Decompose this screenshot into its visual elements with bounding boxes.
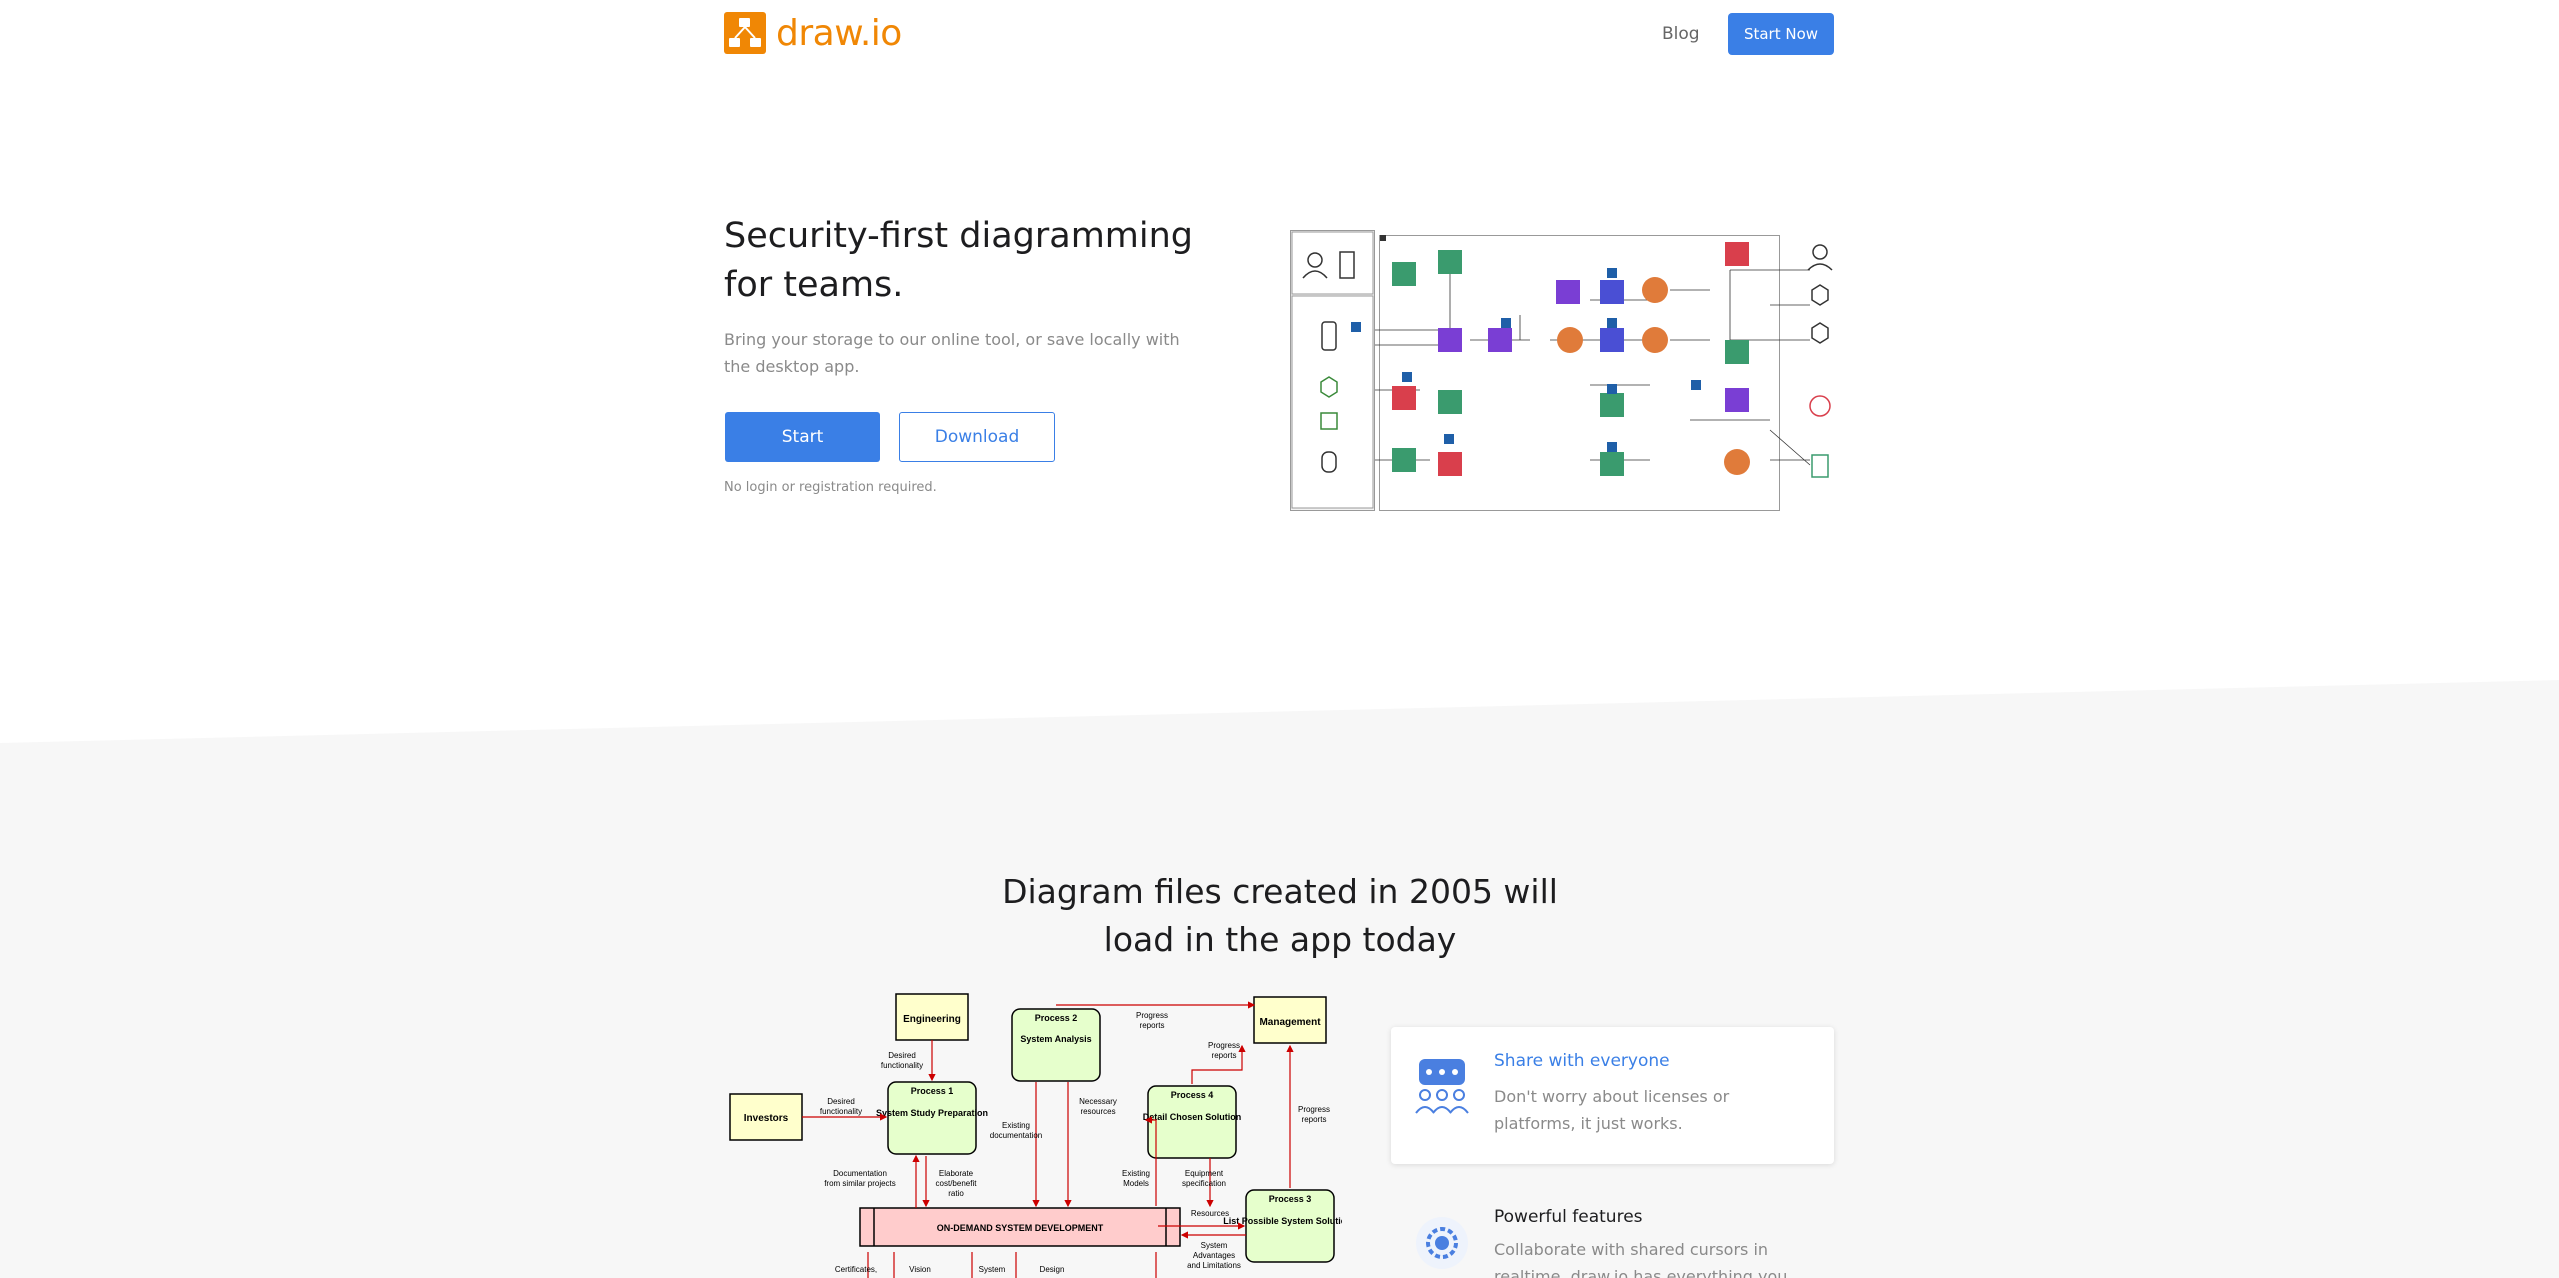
dfd-label-necessary-1: Necessary	[1079, 1097, 1117, 1106]
dfd-management: Management	[1259, 1017, 1321, 1028]
drawio-logo-icon	[724, 12, 766, 54]
feature-card-share: Share with everyone Don't worry about li…	[1391, 1027, 1834, 1164]
dfd-label-progress-4: reports	[1212, 1051, 1237, 1060]
dfd-label-desired-4: functionality	[820, 1107, 862, 1116]
dfd-label-necessary-2: resources	[1080, 1107, 1115, 1116]
dfd-process3-name: List Possible System Solutions	[1223, 1216, 1342, 1226]
compatibility-title: Diagram files created in 2005 will load …	[1002, 872, 1558, 959]
dfd-process2-num: Process 2	[1035, 1013, 1078, 1023]
data-flow-diagram-image: Engineering Investors Management Process…	[729, 993, 1342, 1278]
dfd-process2-name: System Analysis	[1020, 1034, 1091, 1044]
dfd-label-elab-3: ratio	[948, 1189, 964, 1198]
dfd-label-desired-1: Desired	[888, 1051, 916, 1060]
dfd-label-desired-3: Desired	[827, 1097, 855, 1106]
feature-title-powerful: Powerful features	[1494, 1207, 1643, 1227]
blog-link[interactable]: Blog	[1662, 24, 1700, 44]
dfd-label-equip-1: Equipment	[1185, 1169, 1224, 1178]
dfd-label-sys-3: and Limitations	[1187, 1261, 1241, 1270]
dfd-engineering: Engineering	[903, 1014, 961, 1025]
feature-desc-powerful: Collaborate with shared cursors in realt…	[1494, 1240, 1788, 1278]
aws-architecture-diagram-image	[1290, 230, 1833, 511]
start-now-button[interactable]: Start Now	[1728, 13, 1834, 55]
dfd-label-models-2: Models	[1123, 1179, 1149, 1188]
dfd-label-equip-2: specification	[1182, 1179, 1226, 1188]
dfd-label-vision: Vision	[909, 1265, 931, 1274]
dfd-label-sys-1: System	[1201, 1241, 1228, 1250]
dfd-label-elab-1: Elaborate	[939, 1169, 974, 1178]
dfd-label-design: Design	[1040, 1265, 1065, 1274]
share-users-icon	[1415, 1059, 1469, 1114]
top-navigation: draw.io Blog Start Now	[724, 10, 1836, 60]
dfd-label-doc-1: Documentation	[833, 1169, 887, 1178]
no-login-note: No login or registration required.	[724, 480, 937, 495]
dfd-label-doc-2: from similar projects	[824, 1179, 896, 1188]
dfd-label-progress-1: Progress	[1136, 1011, 1168, 1020]
compatibility-section-background	[0, 680, 2559, 1278]
dfd-label-desired-2: functionality	[881, 1061, 923, 1070]
dfd-label-system: System	[979, 1265, 1006, 1274]
dfd-label-sys-2: Advantages	[1193, 1251, 1235, 1260]
dfd-process1-num: Process 1	[911, 1086, 954, 1096]
dfd-process4-num: Process 4	[1171, 1090, 1214, 1100]
hero-title: Security-first diagramming for teams.	[724, 216, 1194, 305]
drawio-logo[interactable]: draw.io	[724, 12, 902, 54]
dfd-label-resources: Resources	[1191, 1209, 1229, 1218]
dfd-label-existing-1: Existing	[1002, 1121, 1030, 1130]
dfd-label-progress-2: reports	[1140, 1021, 1165, 1030]
dfd-process4-name: Detail Chosen Solution	[1143, 1112, 1242, 1122]
powerful-features-gear-icon	[1416, 1217, 1468, 1269]
feature-desc-share: Don't worry about licenses or platforms,…	[1494, 1087, 1730, 1133]
dfd-label-progress-5: Progress	[1298, 1105, 1330, 1114]
download-button[interactable]: Download	[899, 412, 1055, 462]
dfd-label-models-1: Existing	[1122, 1169, 1150, 1178]
hero-subtitle: Bring your storage to our online tool, o…	[724, 330, 1180, 376]
dfd-label-certificates: Certificates,	[835, 1265, 877, 1274]
dfd-label-progress-6: reports	[1302, 1115, 1327, 1124]
dfd-store: ON-DEMAND SYSTEM DEVELOPMENT	[937, 1223, 1104, 1233]
dfd-label-existing-2: documentation	[990, 1131, 1042, 1140]
start-button[interactable]: Start	[725, 412, 880, 462]
dfd-label-progress-3: Progress	[1208, 1041, 1240, 1050]
dfd-investors: Investors	[744, 1113, 789, 1124]
dfd-process1-name: System Study Preparation	[876, 1108, 988, 1118]
logo-text: draw.io	[776, 12, 902, 54]
dfd-label-elab-2: cost/benefit	[936, 1179, 978, 1188]
dfd-process3-num: Process 3	[1269, 1194, 1312, 1204]
feature-title-share: Share with everyone	[1494, 1051, 1670, 1071]
